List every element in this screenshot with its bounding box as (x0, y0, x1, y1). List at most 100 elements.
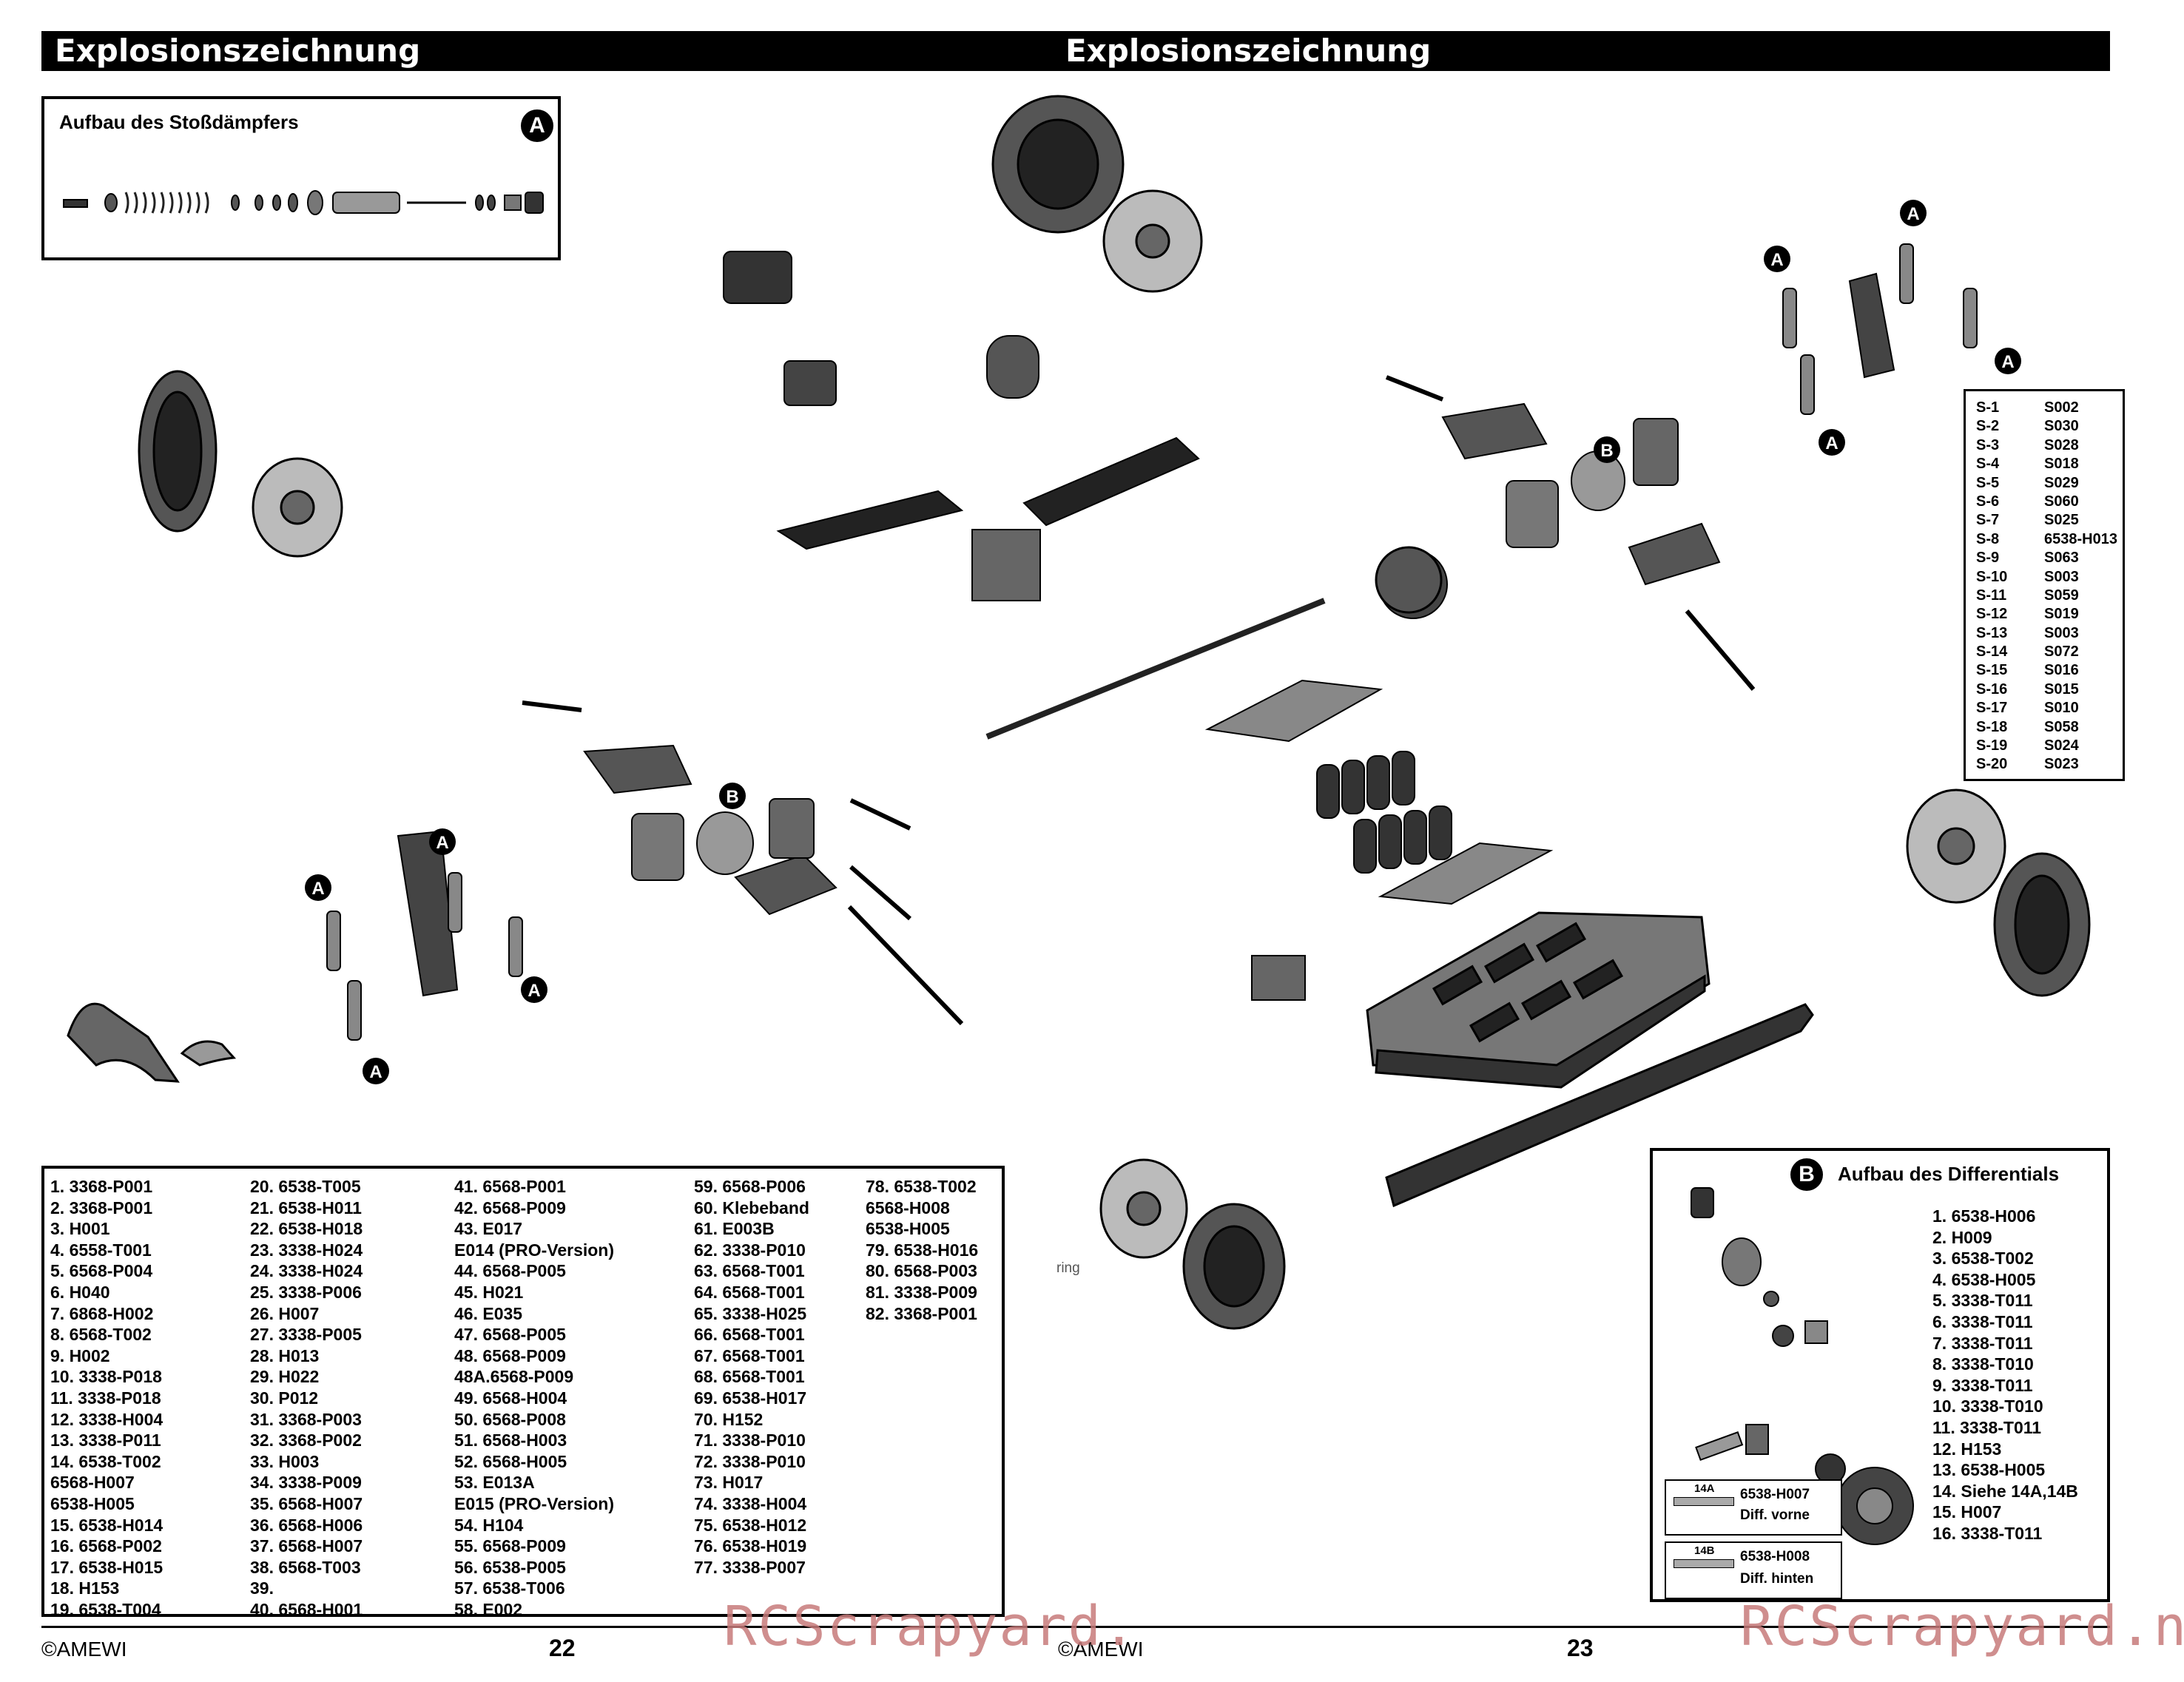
screw-ref-code: S-9 (1976, 550, 2000, 567)
front-suspension-assembly (397, 700, 964, 1026)
parts-list-entry: 9. H002 (50, 1345, 110, 1365)
parts-list-entry: 44. 6568-P005 (454, 1261, 566, 1281)
front-bumper (67, 1002, 237, 1083)
footer-rule-right (1056, 1626, 2110, 1628)
parts-list-entry: 12. 3338-H004 (50, 1409, 164, 1429)
parts-list-entry: 61. E003B (694, 1219, 775, 1239)
parts-list-entry: 60. Klebeband (694, 1198, 809, 1217)
page-header-left: Explosionszeichnung (41, 31, 1056, 71)
parts-list-entry: 50. 6568-P008 (454, 1409, 566, 1429)
screw-part-number: S019 (2044, 606, 2079, 623)
parts-list-entry: 42. 6568-P009 (454, 1198, 566, 1217)
parts-list-entry: 20. 6538-T005 (250, 1177, 361, 1196)
parts-list-entry: 76. 6538-H019 (694, 1536, 807, 1556)
page-number-right: 23 (1567, 1635, 1594, 1661)
legend-14b-desc: Diff. hinten (1740, 1571, 1814, 1587)
shock-assembly-box: Aufbau des Stoßdämpfers A (41, 96, 561, 260)
parts-list-entry: 28. H013 (250, 1345, 320, 1365)
screw-part-number: S024 (2044, 737, 2079, 754)
screw-part-number: S072 (2044, 644, 2079, 661)
screw-ref-code: S-19 (1976, 737, 2008, 754)
parts-list-entry: 40. 6568-H001 (250, 1599, 363, 1619)
parts-list-entry: 64. 6568-T001 (694, 1282, 805, 1302)
parts-list-entry: 6538-H005 (866, 1219, 950, 1239)
parts-list-entry: 8. 6568-T002 (50, 1325, 152, 1345)
parts-list-entry: 49. 6568-H004 (454, 1388, 567, 1408)
parts-list-entry: 23. 3338-H024 (250, 1240, 363, 1260)
parts-list-entry: 36. 6568-H006 (250, 1515, 363, 1535)
parts-list-entry: 21. 6538-H011 (250, 1198, 362, 1217)
screw-ref-code: S-8 (1976, 530, 2000, 547)
parts-list-entry: 69. 6538-H017 (694, 1388, 807, 1408)
screw-ref-code: S-10 (1976, 568, 2008, 585)
legend-14b-part: 6538-H008 (1740, 1549, 1810, 1564)
page-number-left: 22 (549, 1635, 576, 1661)
parts-list-entry: 58. E002 (454, 1599, 523, 1619)
screw-part-number: S010 (2044, 700, 2079, 717)
parts-list-entry: 74. 3338-H004 (694, 1493, 807, 1513)
center-driveshaft (985, 598, 1326, 740)
parts-list-entry: 45. H021 (454, 1282, 524, 1302)
copyright-left: ©AMEWI (41, 1638, 127, 1661)
diff-parts-entry: 14. Siehe 14A,14B (1932, 1481, 2078, 1501)
parts-list-entry: E014 (PRO-Version) (454, 1240, 615, 1260)
ring-label: ring (1056, 1260, 1080, 1276)
screw-ref-code: S-18 (1976, 718, 2008, 735)
parts-list-entry: 7. 6868-H002 (50, 1303, 154, 1323)
parts-list-entry: 53. E013A (454, 1473, 535, 1493)
parts-list-entry: 46. E035 (454, 1303, 523, 1323)
diff-parts-entry: 13. 6538-H005 (1932, 1460, 2046, 1480)
parts-list-entry: 43. E017 (454, 1219, 523, 1239)
screw-part-number: S002 (2044, 399, 2079, 416)
svg-text:A: A (369, 1062, 382, 1082)
front-shocks (326, 872, 523, 1041)
parts-list-entry: 34. 3338-P009 (250, 1473, 362, 1493)
parts-list-entry: 6538-H005 (50, 1493, 135, 1513)
parts-list-entry: 33. H003 (250, 1451, 320, 1471)
svg-text:A: A (1907, 204, 1919, 224)
wheel-front-left (138, 370, 343, 558)
parts-list-entry: 73. H017 (694, 1473, 764, 1493)
parts-list-entry: 82. 3368-P001 (866, 1303, 977, 1323)
parts-list-entry: 48A.6568-P009 (454, 1367, 574, 1387)
parts-list-entry: E015 (PRO-Version) (454, 1493, 615, 1513)
parts-list-entry: 54. H104 (454, 1515, 524, 1535)
parts-list-entry: 13. 3338-P011 (50, 1431, 161, 1450)
screw-part-number: S028 (2044, 436, 2079, 453)
parts-list-entry: 79. 6538-H016 (866, 1240, 979, 1260)
parts-list-entry: 4. 6558-T001 (50, 1240, 152, 1260)
parts-list-entry: 14. 6538-T002 (50, 1451, 161, 1471)
screw-ref-code: S-15 (1976, 662, 2008, 679)
diff-parts-entry: 1. 6538-H006 (1932, 1206, 2036, 1226)
parts-list-entry: 72. 3338-P010 (694, 1451, 806, 1471)
parts-list-entry: 39. (250, 1578, 274, 1598)
copyright-right: ©AMEWI (1058, 1638, 1144, 1661)
parts-list-entry: 57. 6538-T006 (454, 1578, 565, 1598)
shock-box-title: Aufbau des Stoßdämpfers (59, 111, 299, 133)
parts-list-entry: 1. 3368-P001 (50, 1177, 153, 1196)
parts-list-entry: 62. 3338-P010 (694, 1240, 806, 1260)
parts-list-entry: 29. H022 (250, 1367, 320, 1387)
diff-parts-entry: 10. 3338-T010 (1932, 1396, 2043, 1416)
diff-parts-entry: 5. 3338-T011 (1932, 1291, 2033, 1311)
parts-list-entry: 78. 6538-T002 (866, 1177, 977, 1196)
diff-parts-entry: 12. H153 (1932, 1439, 2002, 1459)
parts-list-entry: 38. 6568-T003 (250, 1557, 361, 1577)
screw-ref-code: S-16 (1976, 680, 2008, 698)
diff-parts-entry: 6. 3338-T011 (1932, 1311, 2033, 1331)
